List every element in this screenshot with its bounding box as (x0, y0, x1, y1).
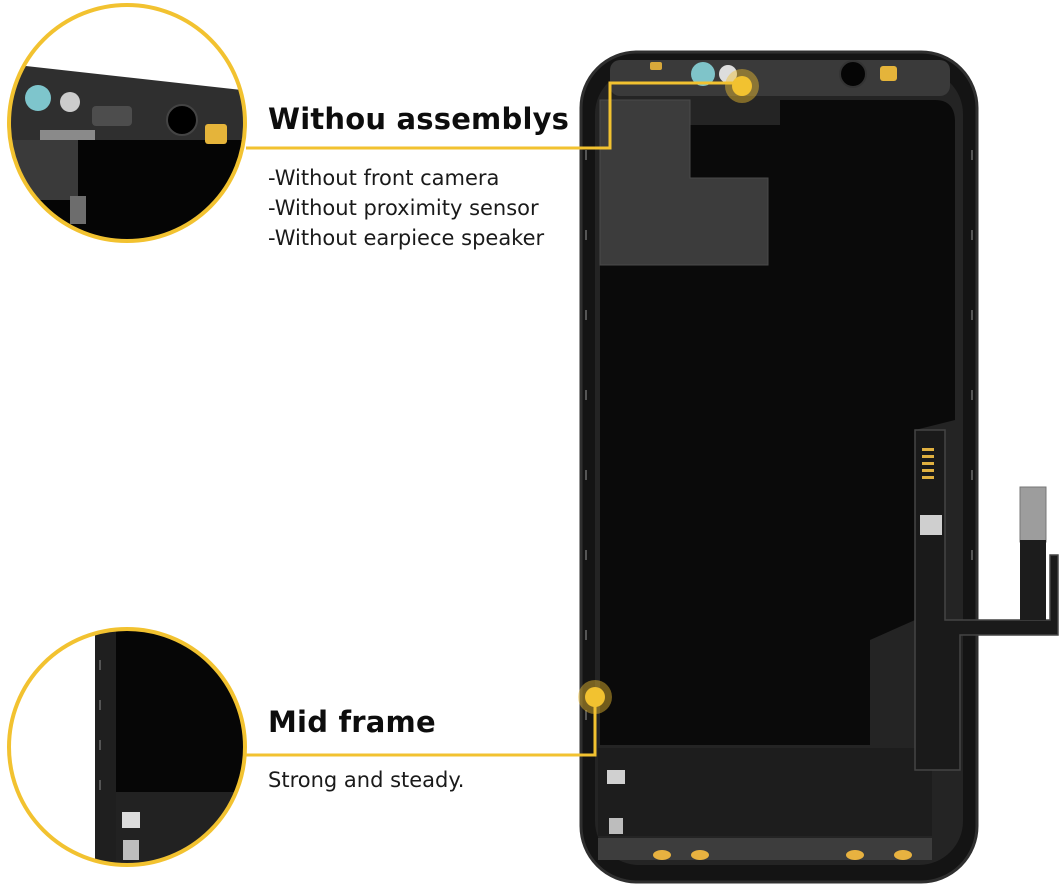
lower-bracket (598, 748, 932, 836)
bottom-callout-heading: Mid frame (268, 705, 436, 739)
top-zoom-lens (7, 3, 247, 243)
frame-ticks (585, 150, 973, 720)
shield-plate (599, 99, 769, 266)
bottom-zoom-lens (7, 627, 247, 867)
flex-cable (914, 429, 1059, 771)
bottom-callout-list: Strong and steady. (268, 765, 465, 795)
callout-markers (578, 69, 759, 714)
top-callout-line-1: -Without front camera (268, 166, 500, 190)
top-callout-heading: Withou assemblys (268, 102, 570, 136)
phone-screen-assembly (579, 50, 1059, 884)
callout-lines (246, 81, 745, 757)
top-callout-line-3: -Without earpiece speaker (268, 226, 545, 250)
top-callout-line (246, 81, 745, 150)
bottom-marker (585, 687, 605, 707)
top-callout-list: -Without front camera -Without proximity… (268, 163, 544, 253)
flex-connector (1019, 486, 1047, 543)
top-marker (732, 76, 752, 96)
bottom-callout-line-1: Strong and steady. (268, 768, 465, 792)
sensor-circle (839, 60, 867, 88)
bottom-callout-line (246, 695, 597, 757)
camera-ring (691, 62, 715, 86)
top-callout-line-2: -Without proximity sensor (268, 196, 539, 220)
